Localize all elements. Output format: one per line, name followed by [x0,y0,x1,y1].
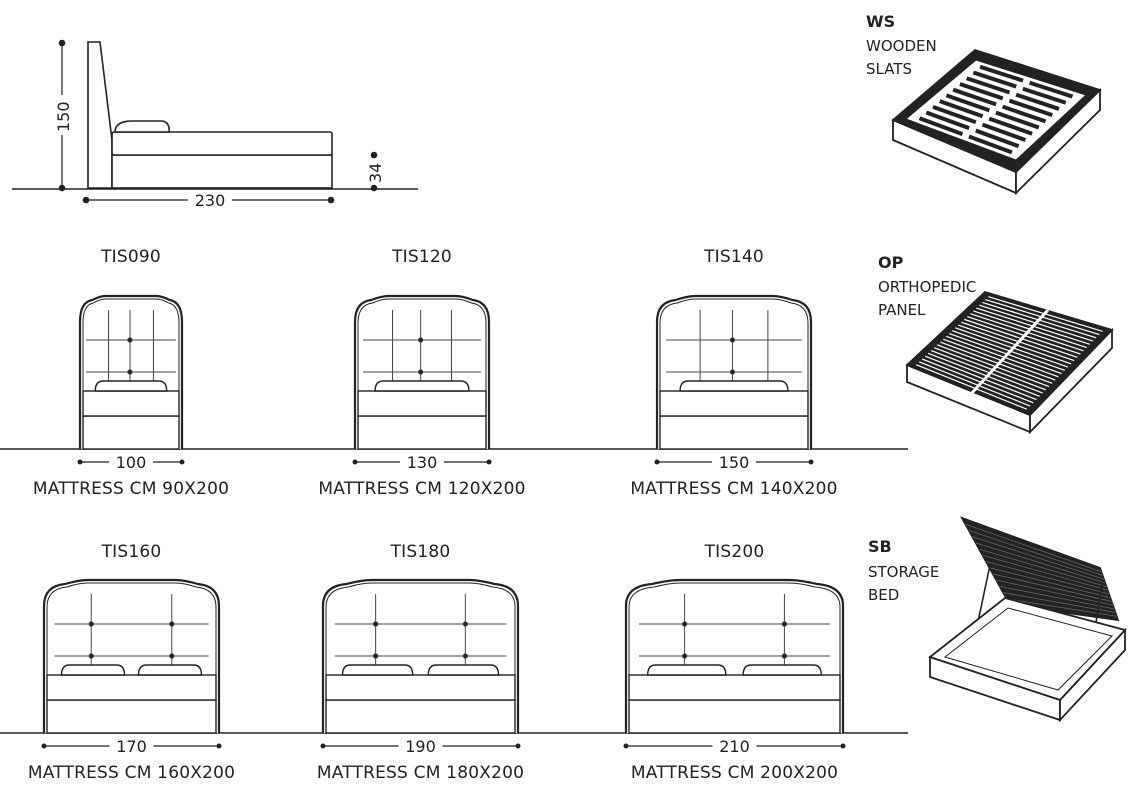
option-line1: ORTHOPEDIC [878,278,976,296]
bed-base [325,699,516,734]
width-label: 100 [116,453,147,472]
side-view-mattress [111,131,333,156]
pillow [94,380,168,392]
pillow [427,664,500,676]
width-dimension: 210 [623,736,846,756]
option-line2: SLATS [866,60,912,78]
pillow [742,664,823,676]
length-label: 230 [195,191,226,210]
option-code: OP [878,253,904,272]
height-label: 150 [54,101,73,132]
orthopedic-panel-icon [905,290,1114,435]
mattress-label: MATTRESS CM 90X200 [33,479,229,499]
bed-mattress [659,390,809,417]
width-dimension: 150 [654,452,814,472]
option-line2: PANEL [878,301,926,319]
bed-mattress [82,390,180,417]
mattress-label: MATTRESS CM 160X200 [28,763,235,783]
pillow [60,664,126,676]
width-label: 170 [116,737,147,756]
bed-mattress [325,674,516,701]
pillow [646,664,727,676]
bed-mattress [357,390,487,417]
mattress-label: MATTRESS CM 120X200 [318,479,525,499]
width-label: 130 [407,453,438,472]
bed-base [357,415,487,450]
width-label: 150 [719,453,750,472]
frame-height-label: 34 [366,163,385,183]
model-code: TIS180 [390,542,451,562]
model-code: TIS140 [703,247,764,267]
model-code: TIS160 [101,542,162,562]
pillow [341,664,414,676]
pillow [679,380,789,392]
bed-base [659,415,809,450]
width-label: 190 [405,737,436,756]
side-view-headboard [87,41,113,189]
side-view-base [111,154,333,189]
bed-mattress [628,674,841,701]
bed-base [628,699,841,734]
width-dimension: 170 [41,736,222,756]
width-dimension: 190 [320,736,521,756]
bed-base [82,415,180,450]
option-line1: WOODEN [866,37,937,55]
option-line1: STORAGE [868,563,939,581]
pillow [374,380,470,392]
option-storage-bed: SB STORAGE BED [868,516,1127,723]
pillow [137,664,203,676]
model-code: TIS200 [704,542,765,562]
mattress-label: MATTRESS CM 180X200 [317,763,524,783]
option-wooden-slats: WS WOODEN SLATS [866,12,1102,196]
bed-mattress [46,674,217,701]
option-orthopedic-panel: OP ORTHOPEDIC PANEL [878,253,1114,435]
width-dimension: 100 [77,452,185,472]
width-dimension: 130 [352,452,492,472]
width-label: 210 [719,737,750,756]
mattress-label: MATTRESS CM 200X200 [631,763,838,783]
storage-bed-icon [928,516,1127,723]
bed-base [46,699,217,734]
option-code: SB [868,537,892,556]
mattress-label: MATTRESS CM 140X200 [630,479,837,499]
model-code: TIS120 [391,247,452,267]
wooden-slats-icon [891,48,1102,196]
model-code: TIS090 [100,247,161,267]
side-view-pillow [114,120,170,133]
option-code: WS [866,12,895,31]
option-line2: BED [868,586,899,604]
